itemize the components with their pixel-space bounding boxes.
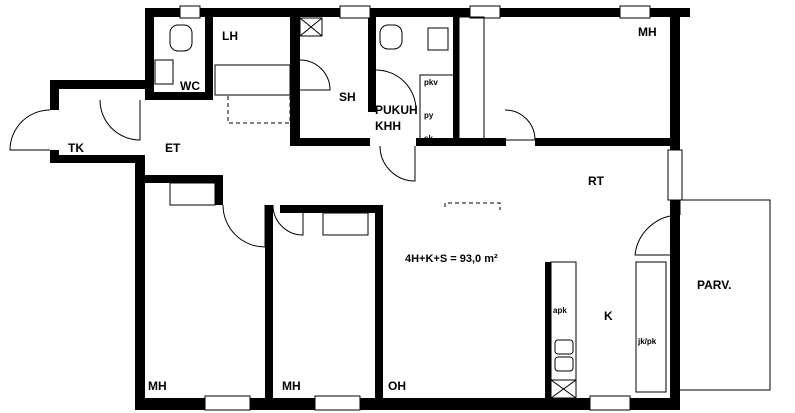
sink-icon <box>154 59 174 85</box>
fixture-label-jkpk: jk/pk <box>637 337 657 346</box>
fixture-label-py: py <box>424 111 434 120</box>
fixture-label-sk: sk <box>424 134 433 143</box>
fixture-label-apk: apk <box>553 306 567 315</box>
doors <box>9 59 771 391</box>
ventilation-icon <box>299 17 323 37</box>
toilet-icon <box>379 24 403 50</box>
room-label-parv: PARV. <box>697 278 731 292</box>
room-label-rt: RT <box>588 174 605 188</box>
walls <box>50 8 690 410</box>
room-label-mh-left: MH <box>148 379 167 393</box>
room-label-k: K <box>604 309 613 323</box>
fixtures <box>154 16 667 399</box>
room-label-lh: LH <box>222 29 238 43</box>
fixture-label-pkv: pkv <box>424 78 438 87</box>
area-label: 4H+K+S = 93,0 m² <box>405 253 498 265</box>
room-label-mh-top: MH <box>638 25 657 39</box>
room-label-wc: WC <box>180 79 200 93</box>
room-label-sh: SH <box>339 90 356 104</box>
room-label-khh: KHH <box>375 119 401 133</box>
sink-icon <box>427 27 449 51</box>
room-label-mh-mid: MH <box>282 379 301 393</box>
room-label-oh: OH <box>388 379 406 393</box>
room-label-pukuh: PUKUH <box>375 103 418 117</box>
room-label-et: ET <box>165 141 181 155</box>
toilet-icon <box>169 24 193 52</box>
room-label-tk: TK <box>68 141 84 155</box>
room-labels: MH LH WC TK ET SH PUKUH KHH RT PARV. K M… <box>68 25 731 393</box>
windows <box>179 5 683 411</box>
